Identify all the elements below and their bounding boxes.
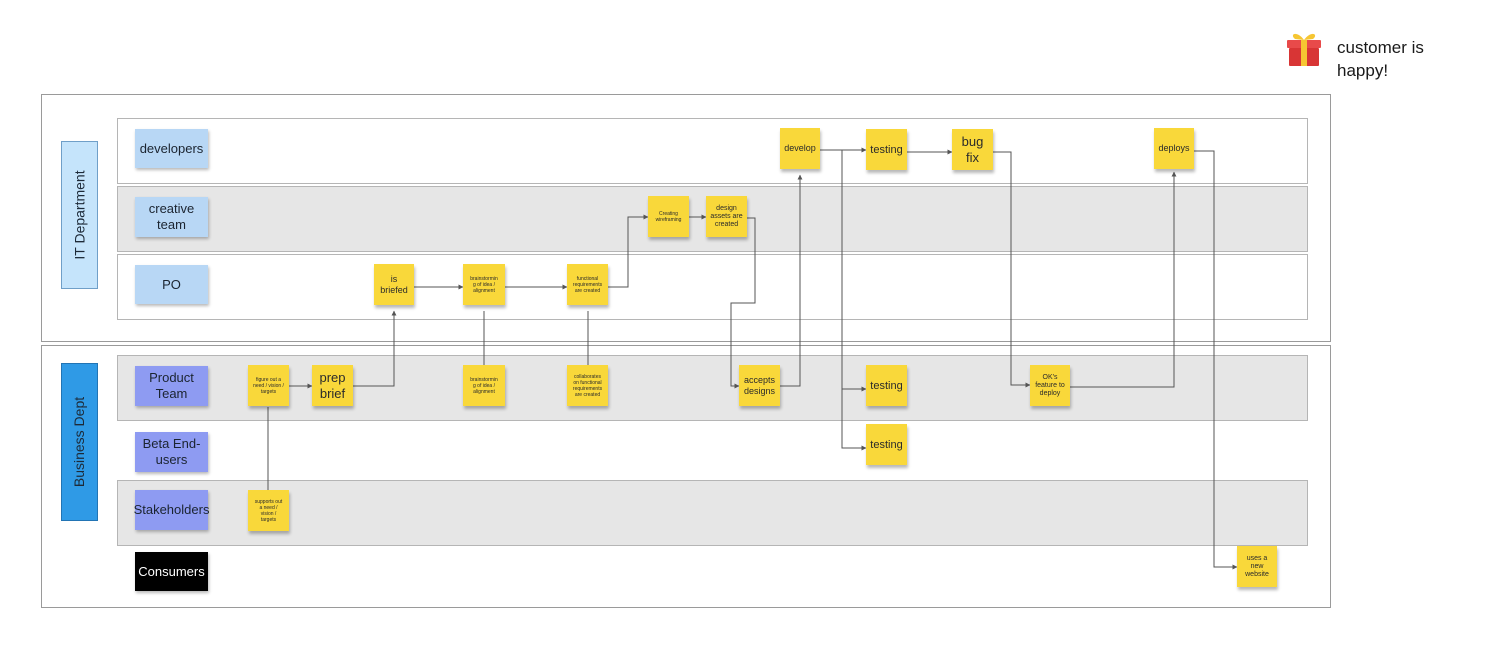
sticky-bug-fix[interactable]: bug fix bbox=[952, 129, 993, 170]
lane-product-team bbox=[117, 355, 1308, 421]
sticky-testing-beta[interactable]: testing bbox=[866, 424, 907, 465]
sticky-oks-feature[interactable]: OK's feature to deploy bbox=[1030, 365, 1070, 406]
sticky-is-briefed[interactable]: is briefed bbox=[374, 264, 414, 305]
sticky-figure-out-need[interactable]: figure out a need / vision / targets bbox=[248, 365, 289, 406]
lane-label-beta-end-users: Beta End-users bbox=[135, 432, 208, 472]
sticky-testing-product[interactable]: testing bbox=[866, 365, 907, 406]
lane-label-product-team: Product Team bbox=[135, 366, 208, 406]
sticky-testing-developers[interactable]: testing bbox=[866, 129, 907, 170]
sticky-prep-brief[interactable]: prep brief bbox=[312, 365, 353, 406]
lane-po bbox=[117, 254, 1308, 320]
sticky-develop[interactable]: develop bbox=[780, 128, 820, 169]
sticky-deploys[interactable]: deploys bbox=[1154, 128, 1194, 169]
sticky-design-assets[interactable]: design assets are created bbox=[706, 196, 747, 237]
lane-developers bbox=[117, 118, 1308, 184]
lane-label-creative-team: creative team bbox=[135, 197, 208, 237]
sticky-creating-wireframing[interactable]: Creating wireframing bbox=[648, 196, 689, 237]
sticky-brainstorming-product[interactable]: brainstorming of idea / alignment bbox=[463, 365, 505, 406]
sticky-accepts-designs[interactable]: accepts designs bbox=[739, 365, 780, 406]
sticky-functional-requirements[interactable]: functional requirements are created bbox=[567, 264, 608, 305]
lane-label-developers: developers bbox=[135, 129, 208, 168]
lane-stakeholders bbox=[117, 480, 1308, 546]
it-department-label: IT Department bbox=[61, 141, 98, 289]
lane-label-stakeholders: Stakeholders bbox=[134, 490, 209, 530]
sticky-brainstorming-po[interactable]: brainstorming of idea / alignment bbox=[463, 264, 505, 305]
lane-label-consumers: Consumers bbox=[135, 552, 208, 591]
sticky-supports-need[interactable]: supports out a need / vision / targets bbox=[248, 490, 289, 531]
sticky-collaborates[interactable]: collaborates on functional requirements … bbox=[567, 365, 608, 406]
business-dept-label: Business Dept bbox=[61, 363, 98, 521]
lane-label-po: PO bbox=[135, 265, 208, 304]
gift-icon bbox=[1283, 26, 1325, 68]
sticky-uses-website[interactable]: uses a new website bbox=[1237, 546, 1277, 587]
customer-happy-note: customer is happy! bbox=[1337, 38, 1424, 80]
